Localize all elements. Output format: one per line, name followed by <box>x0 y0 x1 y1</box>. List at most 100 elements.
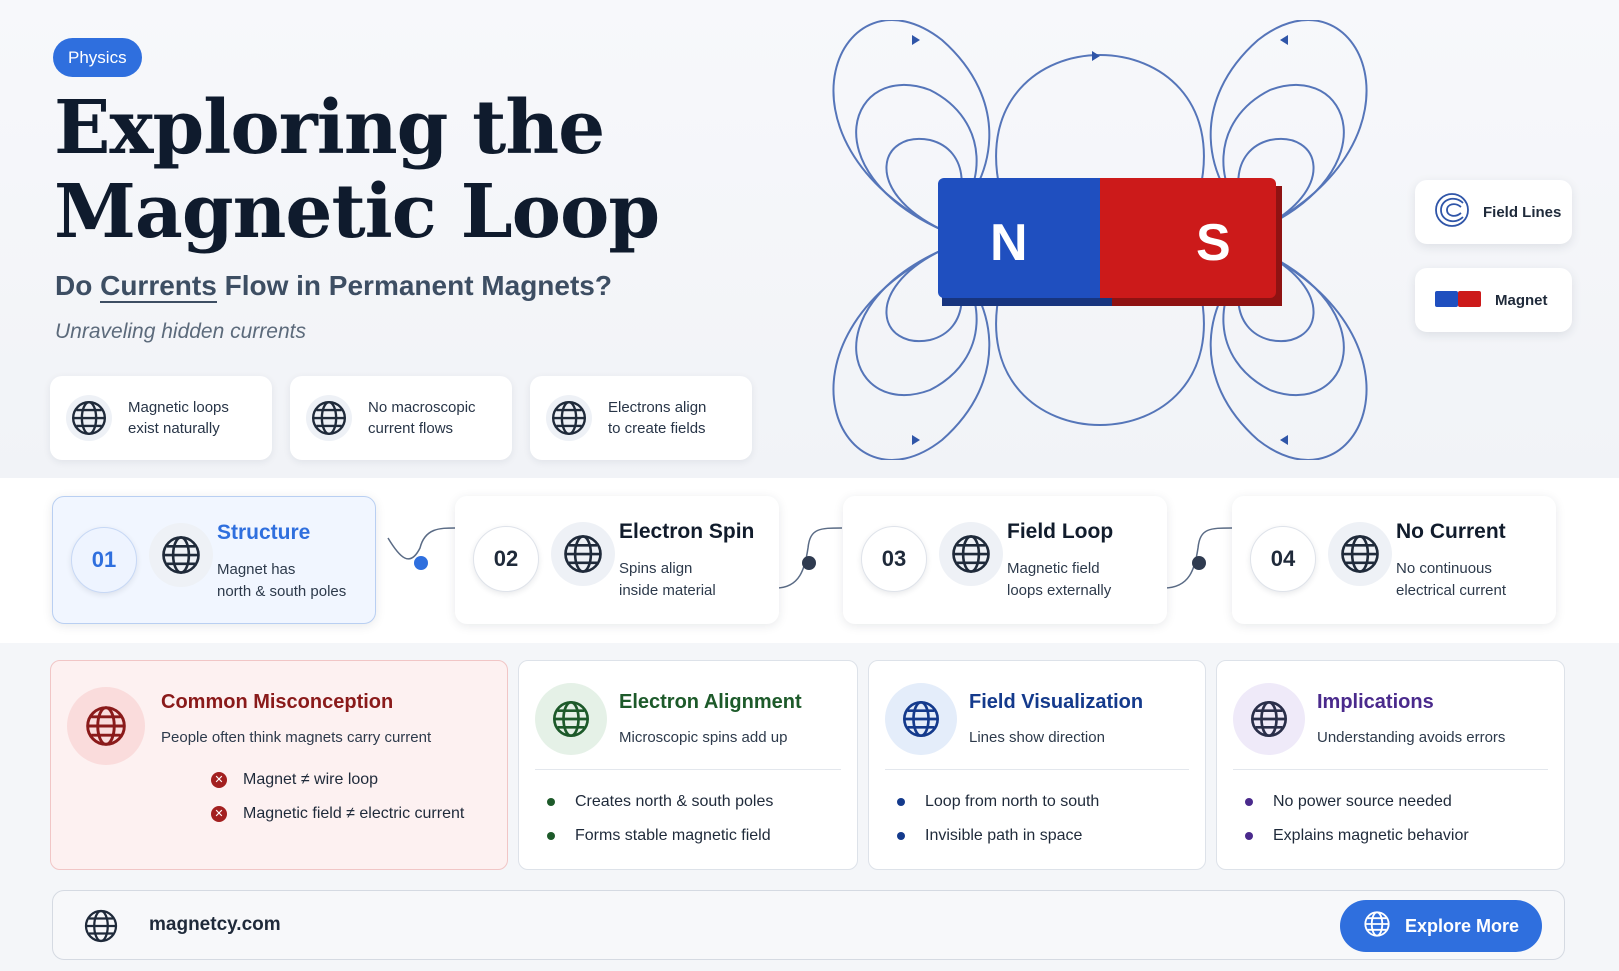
card-list: Loop from north to south Invisible path … <box>897 785 1099 853</box>
button-label: Explore More <box>1404 915 1520 936</box>
globe-icon <box>551 522 615 586</box>
field-lines-icon <box>1433 191 1471 233</box>
chip-magnet[interactable]: Magnet <box>1415 268 1572 332</box>
feature-line-2: exist naturally <box>128 420 220 437</box>
list-item-text: Loop from north to south <box>925 793 1100 810</box>
step-card-electron-spin[interactable]: 02 Electron Spin Spins align inside mater… <box>455 496 779 624</box>
step-number: 04 <box>1250 526 1316 592</box>
list-item: Invisible path in space <box>897 819 1099 853</box>
chip-field-lines[interactable]: Field Lines <box>1415 180 1572 244</box>
card-field-visualization: Field Visualization Lines show direction… <box>868 660 1206 870</box>
card-divider <box>885 769 1189 770</box>
feature-line-2: current flows <box>368 420 454 437</box>
feature-line-1: Electrons align <box>608 399 707 416</box>
subtitle-post: Flow in Permanent Magnets? <box>216 270 612 301</box>
north-label: N <box>990 214 1028 272</box>
list-item: ✕Magnet ≠ wire loop <box>211 763 464 797</box>
list-item-text: Forms stable magnetic field <box>575 827 771 844</box>
step-connectors <box>387 527 1233 589</box>
globe-icon <box>83 908 119 949</box>
bullet-dot <box>547 798 555 806</box>
connector-dot <box>1192 556 1206 570</box>
step-desc-line-2: electrical current <box>1396 582 1507 599</box>
step-card-no-current[interactable]: 04 No Current No continuous electrical cu… <box>1232 496 1556 624</box>
card-implications: Implications Understanding avoids errors… <box>1216 660 1565 870</box>
list-item-text: Magnetic field ≠ electric current <box>243 805 465 822</box>
step-desc-line-1: Spins align <box>619 560 693 577</box>
bullet-dot <box>897 798 905 806</box>
globe-icon <box>149 523 213 587</box>
step-title: Field Loop <box>1007 520 1114 543</box>
list-item: Creates north & south poles <box>547 785 773 819</box>
card-subtitle: Microscopic spins add up <box>619 729 788 746</box>
step-title: Electron Spin <box>619 520 755 543</box>
magnet-body: N S <box>938 178 1282 306</box>
tagline: Unraveling hidden currents <box>55 320 306 343</box>
card-common-misconception: Common Misconception People often think … <box>50 660 508 870</box>
connector-dot <box>802 556 816 570</box>
card-subtitle: Understanding avoids errors <box>1317 729 1506 746</box>
category-tag[interactable]: Physics <box>53 38 142 77</box>
globe-icon <box>66 395 112 441</box>
list-item: ✕ Magnetic field ≠ electric current <box>211 797 464 831</box>
card-title: Electron Alignment <box>619 691 802 713</box>
card-list: Creates north & south poles Forms stable… <box>547 785 773 853</box>
page-title: Exploring the Magnetic Loop <box>54 86 754 254</box>
list-item: Loop from north to south <box>897 785 1099 819</box>
title-line-1: Exploring the <box>54 85 605 171</box>
feature-card-electrons: Electrons align to create fields <box>530 376 752 460</box>
site-link[interactable]: magnetcy.com <box>149 914 281 935</box>
feature-line-1: No macroscopic <box>368 399 476 416</box>
step-title: Structure <box>217 521 311 544</box>
globe-icon <box>939 522 1003 586</box>
bullet-dot <box>1245 832 1253 840</box>
step-desc-line-2: north & south poles <box>217 583 347 600</box>
chip-label: Field Lines <box>1483 203 1562 221</box>
subtitle-underlined: Currents <box>100 270 217 303</box>
step-number: 01 <box>71 527 137 593</box>
north-pole <box>938 178 1108 298</box>
step-number: 02 <box>473 526 539 592</box>
globe-icon <box>67 687 145 765</box>
step-desc-line-2: loops externally <box>1007 582 1112 599</box>
bullet-dot <box>547 832 555 840</box>
bullet-dot <box>897 832 905 840</box>
step-desc-line-1: Magnetic field <box>1007 560 1100 577</box>
step-number: 03 <box>861 526 927 592</box>
list-item-text: Explains magnetic behavior <box>1273 827 1469 844</box>
footer-bar: magnetcy.com Explore More <box>52 890 1565 960</box>
chip-label: Magnet <box>1495 291 1548 309</box>
card-divider <box>535 769 841 770</box>
feature-card-loops: Magnetic loops exist naturally <box>50 376 272 460</box>
feature-card-no-current: No macroscopic current flows <box>290 376 512 460</box>
globe-icon <box>1233 683 1305 755</box>
feature-line-2: to create fields <box>608 420 706 437</box>
x-circle-icon: ✕ <box>211 806 227 822</box>
globe-icon <box>1328 522 1392 586</box>
step-desc-line-1: No continuous <box>1396 560 1492 577</box>
card-subtitle: People often think magnets carry current <box>161 729 432 746</box>
list-item-text: Invisible path in space <box>925 827 1083 844</box>
step-title: No Current <box>1396 520 1506 543</box>
feature-line-1: Magnetic loops <box>128 399 229 416</box>
card-title: Common Misconception <box>161 691 394 713</box>
card-list: No power source needed Explains magnetic… <box>1245 785 1469 853</box>
globe-icon <box>535 683 607 755</box>
bar-magnet-illustration: N S <box>832 20 1368 460</box>
field-arrows <box>912 35 1288 445</box>
card-electron-alignment: Electron Alignment Microscopic spins add… <box>518 660 858 870</box>
globe-icon <box>546 395 592 441</box>
list-item-text: Magnet ≠ wire loop <box>243 771 379 788</box>
list-item: Forms stable magnetic field <box>547 819 773 853</box>
card-subtitle: Lines show direction <box>969 729 1105 746</box>
page-subtitle: Do Currents Flow in Permanent Magnets? <box>55 270 612 303</box>
connector-dot <box>414 556 428 570</box>
step-card-field-loop[interactable]: 03 Field Loop Magnetic field loops extern… <box>843 496 1167 624</box>
bullet-dot <box>1245 798 1253 806</box>
subtitle-pre: Do <box>55 270 101 301</box>
globe-icon <box>306 395 352 441</box>
explore-more-button[interactable]: Explore More <box>1340 900 1542 952</box>
south-label: S <box>1196 214 1231 272</box>
step-desc-line-2: inside material <box>619 582 716 599</box>
